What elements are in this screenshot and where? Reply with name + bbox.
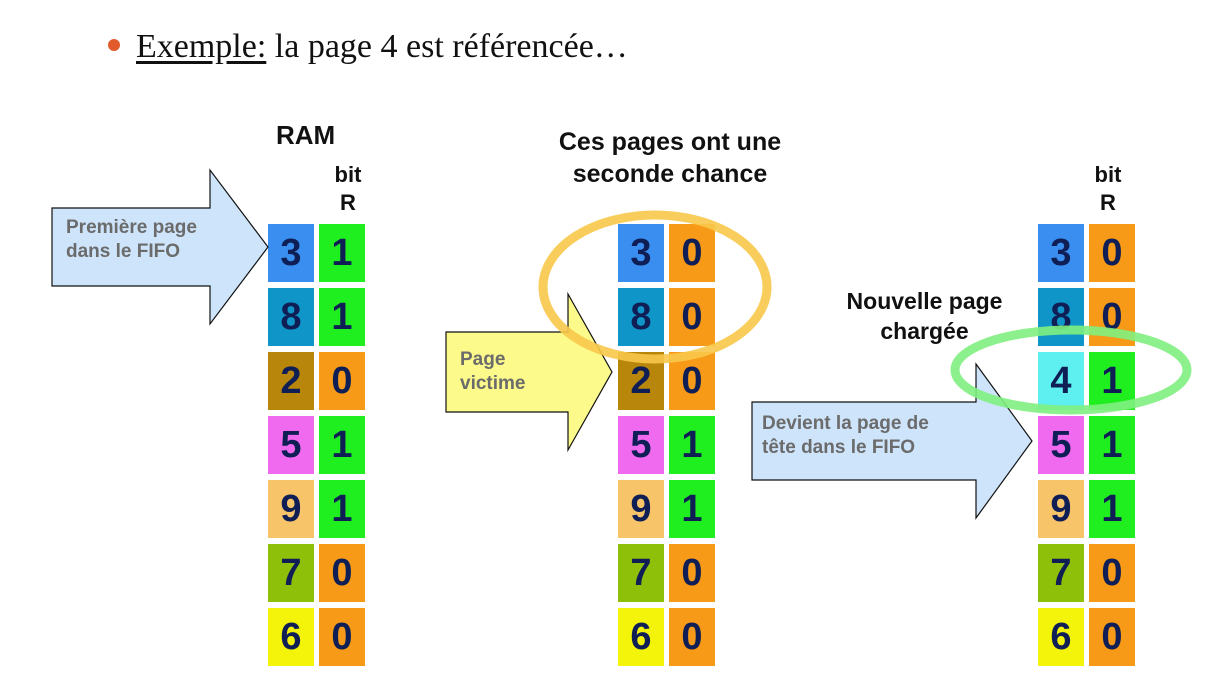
r-bit-cell: 0	[669, 224, 715, 282]
heading-text: la page 4 est référencée…	[266, 28, 628, 65]
bit-r-label-left-bottom: R	[340, 190, 356, 215]
page-number-cell: 3	[618, 224, 664, 282]
r-bit-cell: 0	[319, 608, 365, 666]
r-bit-cell: 0	[669, 544, 715, 602]
page-number-cell: 6	[618, 608, 664, 666]
page-number-cell: 9	[268, 480, 314, 538]
victim-arrow-line2: victime	[460, 373, 526, 394]
r-bit-cell: 1	[1089, 480, 1135, 538]
r-bit-cell: 1	[669, 416, 715, 474]
r-bit-cell: 1	[319, 416, 365, 474]
head-arrow-line1: Devient la page de	[762, 413, 929, 434]
page-number-cell: 2	[268, 352, 314, 410]
new-page-label-line2: chargée	[880, 318, 969, 344]
victim-arrow-text: Page victime	[460, 348, 525, 396]
page-number-cell: 3	[1038, 224, 1084, 282]
bit-r-label-left-top: bit	[334, 162, 362, 187]
second-chance-label-line1: Ces pages ont une	[558, 128, 782, 156]
r-bit-cell: 0	[1089, 224, 1135, 282]
page-number-cell: 7	[268, 544, 314, 602]
page-number-cell: 8	[618, 288, 664, 346]
first-page-arrow-line1: Première page	[66, 217, 197, 238]
r-bit-cell: 0	[319, 544, 365, 602]
second-chance-label-line2: seconde chance	[572, 160, 768, 188]
first-page-arrow-text: Première page dans le FIFO	[66, 216, 197, 264]
page-number-cell: 9	[618, 480, 664, 538]
ram-label: RAM	[276, 120, 336, 150]
r-bit-cell: 0	[669, 352, 715, 410]
new-page-circle	[950, 325, 1192, 415]
heading-example-label: Exemple:	[136, 28, 267, 65]
page-number-cell: 5	[268, 416, 314, 474]
bit-r-label-right-top: bit	[1094, 162, 1122, 187]
r-bit-cell: 0	[319, 352, 365, 410]
page-number-cell: 5	[1038, 416, 1084, 474]
slide-heading: Exemple: la page 4 est référencée…	[108, 28, 628, 66]
page-number-cell: 3	[268, 224, 314, 282]
page-number-cell: 4	[1038, 352, 1084, 410]
r-bit-cell: 1	[319, 480, 365, 538]
second-chance-circle	[538, 210, 772, 364]
page-number-cell: 6	[268, 608, 314, 666]
head-arrow-line2: tête dans le FIFO	[762, 437, 916, 458]
page-number-cell: 7	[1038, 544, 1084, 602]
r-bit-cell: 1	[319, 288, 365, 346]
bit-r-label-right-bottom: R	[1100, 190, 1116, 215]
r-bit-cell: 0	[1089, 608, 1135, 666]
page-number-cell: 5	[618, 416, 664, 474]
first-page-arrow	[51, 168, 269, 326]
first-page-arrow-line2: dans le FIFO	[66, 241, 181, 262]
page-number-cell: 9	[1038, 480, 1084, 538]
r-bit-cell: 1	[1089, 416, 1135, 474]
new-page-label-line1: Nouvelle page	[846, 288, 1003, 314]
victim-arrow-line1: Page	[460, 349, 506, 370]
r-bit-cell: 0	[1089, 544, 1135, 602]
r-bit-cell: 0	[669, 608, 715, 666]
page-number-cell: 7	[618, 544, 664, 602]
bullet-icon	[108, 39, 120, 52]
r-bit-cell: 1	[669, 480, 715, 538]
r-bit-cell: 0	[669, 288, 715, 346]
head-arrow-text: Devient la page de tête dans le FIFO	[762, 412, 929, 460]
r-bit-cell: 1	[1089, 352, 1135, 410]
page-number-cell: 8	[268, 288, 314, 346]
page-number-cell: 6	[1038, 608, 1084, 666]
r-bit-cell: 1	[319, 224, 365, 282]
